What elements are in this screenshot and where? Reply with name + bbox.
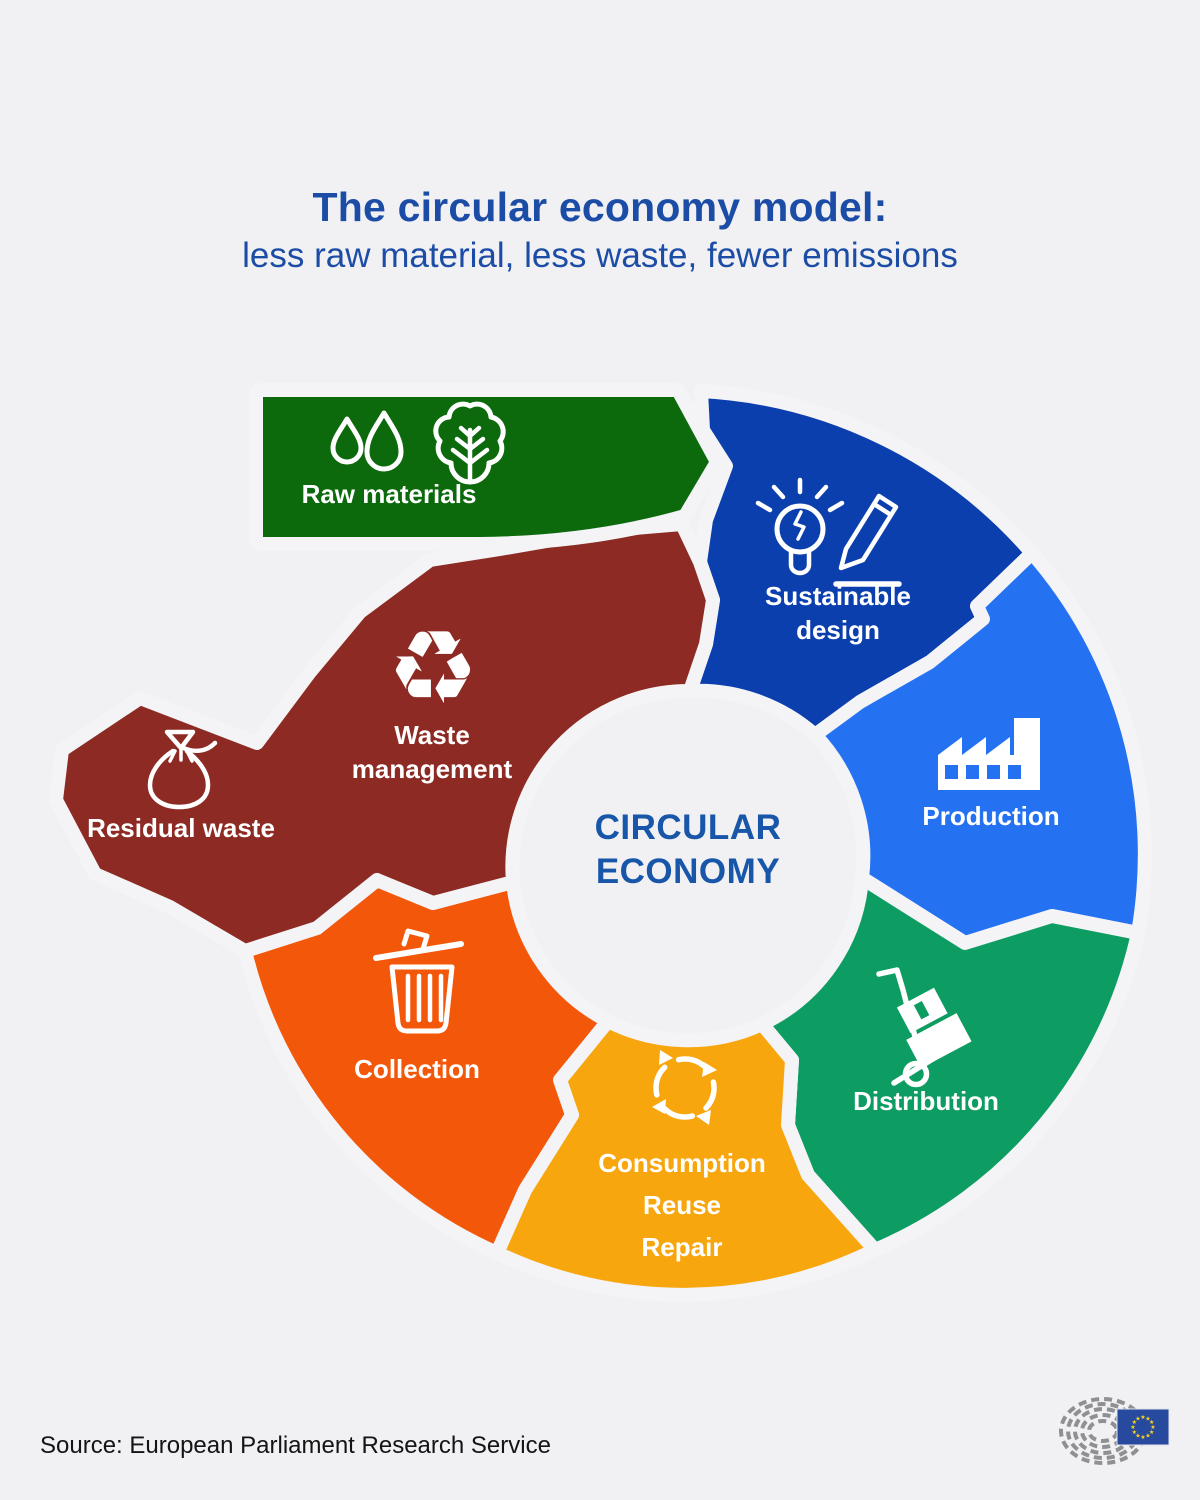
- svg-text:★: ★: [1149, 1419, 1154, 1426]
- lightbulb-and-pencil-icon: [755, 477, 902, 587]
- trash-bin-icon: [373, 928, 464, 1034]
- label-consumption: Consumption Reuse Repair: [567, 1142, 797, 1268]
- label-residual-waste: Residual waste: [87, 813, 275, 843]
- label-consumption-line3: Repair: [641, 1232, 723, 1263]
- label-raw-materials: Raw materials: [301, 479, 477, 509]
- svg-text:★: ★: [1132, 1419, 1137, 1426]
- label-consumption-line1: Consumption: [598, 1148, 766, 1178]
- source-note: Source: European Parliament Research Ser…: [40, 1432, 551, 1459]
- svg-text:★: ★: [1150, 1424, 1155, 1431]
- label-production: Production: [922, 801, 1060, 831]
- svg-text:★: ★: [1135, 1433, 1140, 1440]
- segment-consumption: [490, 1014, 882, 1302]
- svg-text:★: ★: [1149, 1429, 1154, 1436]
- label-distribution: Distribution: [853, 1086, 999, 1116]
- label-waste-management-line2: management: [351, 753, 513, 784]
- center-label: CIRCULAR ECONOMY: [538, 806, 838, 894]
- page-subtitle: less raw material, less waste, fewer emi…: [242, 236, 958, 275]
- svg-text:★: ★: [1140, 1414, 1145, 1421]
- water-drops-and-tree-icon: [330, 401, 506, 485]
- svg-text:★: ★: [1145, 1415, 1150, 1422]
- eu-flag-icon: ★★ ★★ ★★ ★★ ★★ ★★: [1116, 1408, 1170, 1446]
- svg-text:★: ★: [1132, 1429, 1137, 1436]
- segment-waste-management-and-residual-waste: [49, 517, 720, 958]
- segment-distribution: [755, 871, 1145, 1257]
- center-label-line1: CIRCULAR: [594, 808, 782, 847]
- svg-text:★: ★: [1135, 1415, 1140, 1422]
- label-waste-management-line1: Waste: [394, 720, 470, 750]
- factory-icon: [938, 718, 1040, 790]
- label-waste-management: Waste management: [317, 719, 547, 787]
- label-sustainable-design: Sustainable design: [723, 580, 953, 648]
- cycle-arrows-icon: [652, 1050, 717, 1125]
- label-consumption-line2: Reuse: [642, 1190, 722, 1221]
- svg-text:★: ★: [1140, 1434, 1145, 1441]
- label-sustainable-design-line2: design: [796, 614, 880, 645]
- recycle-arrows-icon: ♻: [387, 609, 478, 728]
- segment-collection: [238, 873, 615, 1260]
- european-parliament-logo: ★★ ★★ ★★ ★★ ★★ ★★: [1059, 1397, 1170, 1465]
- waste-bag-icon: [147, 729, 218, 810]
- center-label-line2: ECONOMY: [595, 851, 781, 891]
- svg-text:★: ★: [1130, 1424, 1135, 1431]
- hand-truck-icon: [876, 967, 972, 1088]
- svg-text:★: ★: [1145, 1433, 1150, 1440]
- label-collection: Collection: [354, 1054, 480, 1084]
- page-title: The circular economy model:: [312, 184, 888, 230]
- label-sustainable-design-line1: Sustainable: [765, 581, 911, 611]
